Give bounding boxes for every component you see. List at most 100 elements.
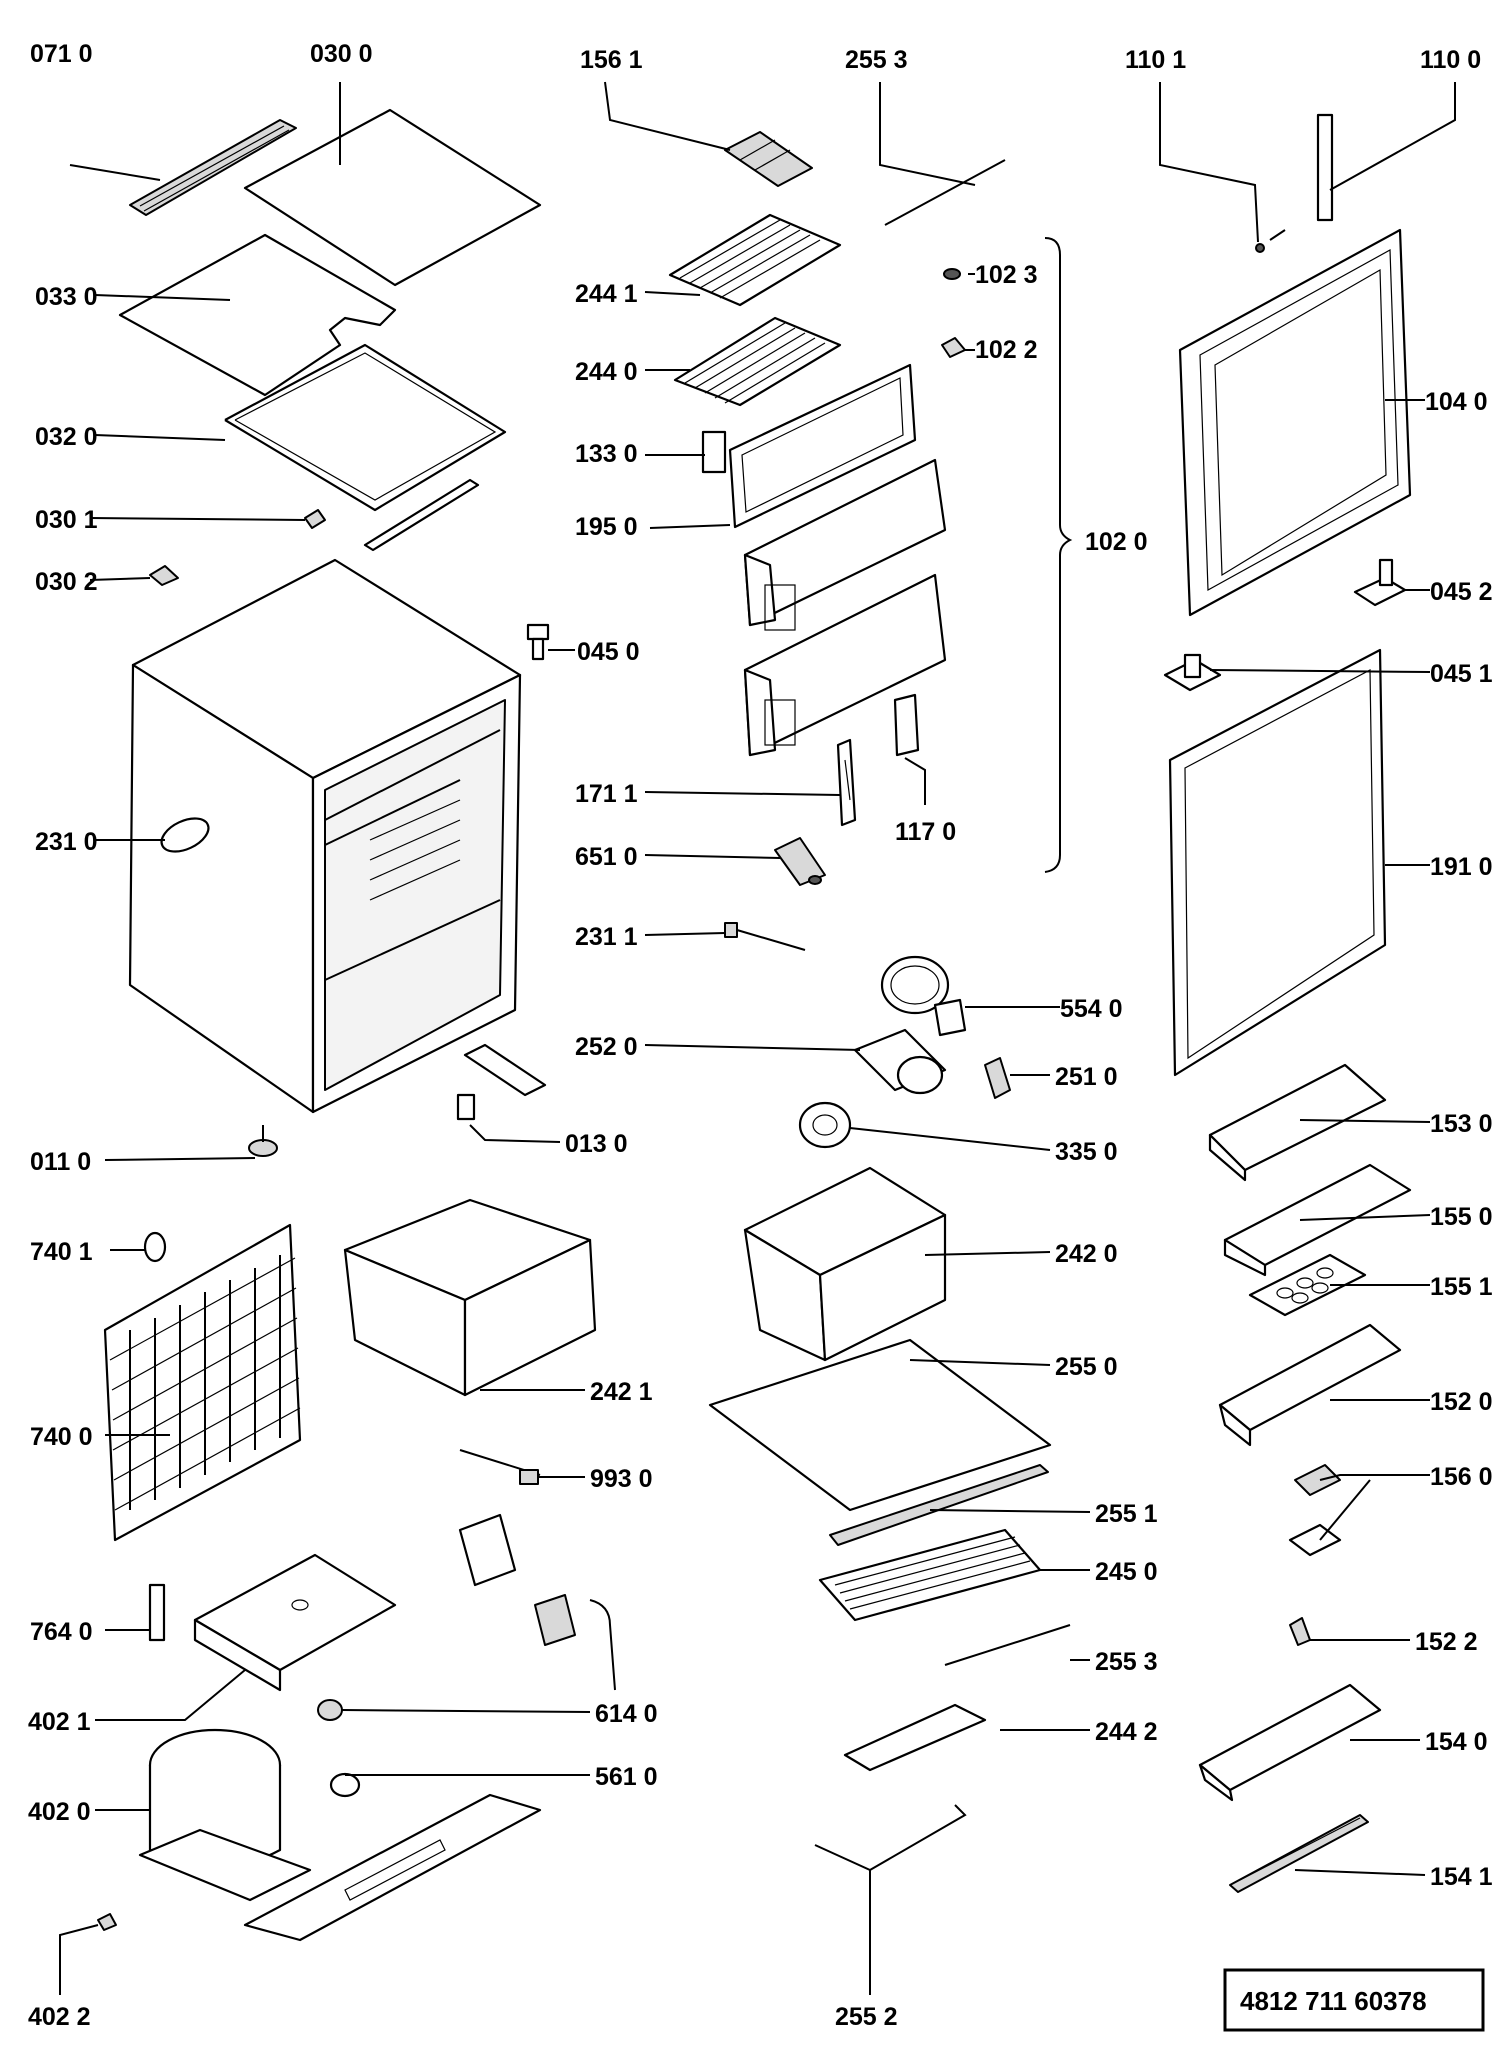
part-045-2-hinge [1353, 558, 1407, 607]
part-402-0-compressor [138, 1728, 312, 1902]
part-relay-cover [534, 1594, 576, 1646]
part-561-0-relay [329, 1772, 361, 1798]
label-402-2: 402 2 [28, 2003, 91, 2031]
part-740-0-condenser [103, 1223, 302, 1542]
part-030-0-top-panel [243, 108, 542, 287]
label-255-1: 255 1 [1095, 1500, 1158, 1528]
part-740-1-clip [143, 1231, 167, 1263]
label-152-0: 152 0 [1430, 1388, 1493, 1416]
label-242-1: 242 1 [590, 1378, 653, 1406]
part-251-0-switch [984, 1057, 1011, 1099]
part-402-2-clip [97, 1913, 117, 1931]
part-153-0-shelf [1208, 1063, 1387, 1182]
label-171-1: 171 1 [575, 780, 638, 808]
label-117-0: 117 0 [895, 818, 956, 846]
label-191-0: 191 0 [1430, 853, 1493, 881]
part-cabinet [128, 558, 522, 1114]
part-255-2-strip [814, 1804, 967, 1872]
label-153-0: 153 0 [1430, 1110, 1493, 1138]
label-110-1: 110 1 [1125, 46, 1186, 74]
part-relay [458, 1513, 517, 1587]
label-152-2: 152 2 [1415, 1628, 1478, 1656]
part-244-2-plate [843, 1703, 987, 1772]
label-255-2: 255 2 [835, 2003, 898, 2031]
part-335-0-knob [798, 1101, 852, 1149]
label-156-1: 156 1 [580, 46, 643, 74]
label-993-0: 993 0 [590, 1465, 653, 1493]
label-030-0: 030 0 [310, 40, 373, 68]
label-764-0: 764 0 [30, 1618, 93, 1646]
part-651-0-lamp [774, 837, 826, 886]
part-255-0-glass-shelf [708, 1338, 1052, 1512]
part-614-0-clip [317, 1699, 343, 1721]
part-252-0-thermostat [853, 1028, 947, 1095]
part-mount-plate [243, 1793, 542, 1942]
part-156-1-rack [724, 131, 813, 187]
label-154-0: 154 0 [1425, 1728, 1488, 1756]
label-251-0: 251 0 [1055, 1063, 1118, 1091]
part-244-1-grid [668, 213, 842, 307]
part-102-3-screw [943, 268, 961, 280]
part-110-0-hinge [1316, 113, 1334, 222]
label-252-0: 252 0 [575, 1033, 638, 1061]
label-231-0: 231 0 [35, 828, 98, 856]
part-045-1-hinge [1163, 653, 1222, 692]
label-045-2: 045 2 [1430, 578, 1493, 606]
label-255-3: 255 3 [845, 46, 908, 74]
label-154-1: 154 1 [1430, 1863, 1493, 1891]
label-554-0: 554 0 [1060, 995, 1123, 1023]
label-030-1: 030 1 [35, 506, 98, 534]
part-152-2-clip [1289, 1617, 1311, 1646]
part-030-1-clip [304, 509, 326, 529]
reference-number-box: 4812 711 60378 [1223, 1968, 1485, 2032]
part-402-1-tray [193, 1553, 397, 1692]
part-764-0-drier [148, 1583, 166, 1642]
part-156-0-rack [1288, 1464, 1342, 1557]
label-244-0: 244 0 [575, 358, 638, 386]
part-244-0-grid [673, 316, 842, 407]
label-071-0: 071 0 [30, 40, 93, 68]
label-156-0: 156 0 [1430, 1463, 1493, 1491]
part-242-0-crisper [743, 1166, 947, 1362]
part-071-0-grille [129, 119, 297, 216]
part-labels: 071 0 030 0 156 1 255 3 110 1 110 0 033 … [28, 40, 1493, 2031]
label-030-2: 030 2 [35, 568, 98, 596]
label-335-0: 335 0 [1055, 1138, 1118, 1166]
label-110-0: 110 0 [1420, 46, 1481, 74]
part-013-0-bracket [456, 1043, 547, 1121]
part-554-0-bracket [880, 955, 967, 1037]
label-740-1: 740 1 [30, 1238, 93, 1266]
label-155-1: 155 1 [1430, 1273, 1493, 1301]
part-171-1-hinge [836, 738, 857, 827]
part-255-3-top-strip [884, 159, 1006, 226]
part-155-0-shelf [1223, 1163, 1412, 1277]
part-110-1-screw [1255, 243, 1265, 253]
label-104-0: 104 0 [1425, 388, 1488, 416]
part-155-1-egg-tray [1248, 1253, 1367, 1317]
part-102-2-clip [941, 337, 966, 358]
part-255-3-lower-strip [944, 1624, 1071, 1666]
part-032-0-frame [224, 343, 507, 512]
label-102-3: 102 3 [975, 261, 1038, 289]
part-195-0-frame [728, 363, 917, 529]
label-102-2: 102 2 [975, 336, 1038, 364]
reference-number: 4812 711 60378 [1240, 1986, 1427, 2016]
label-033-0: 033 0 [35, 283, 98, 311]
part-231-1-sensor [724, 922, 806, 951]
part-freezer-door-upper [743, 458, 947, 631]
bracket-614-0 [589, 1599, 616, 1691]
label-255-3b: 255 3 [1095, 1648, 1158, 1676]
label-402-1: 402 1 [28, 1708, 91, 1736]
label-614-0: 614 0 [595, 1700, 658, 1728]
part-trim-strip [363, 478, 480, 552]
part-030-2-clip [149, 565, 179, 586]
part-191-0-gasket [1168, 648, 1387, 1077]
part-255-1-strip [829, 1464, 1049, 1546]
label-155-0: 155 0 [1430, 1203, 1493, 1231]
part-154-0-shelf [1198, 1683, 1382, 1802]
part-033-0-panel [118, 233, 397, 397]
label-231-1: 231 1 [575, 923, 638, 951]
label-032-0: 032 0 [35, 423, 98, 451]
label-651-0: 651 0 [575, 843, 638, 871]
label-133-0: 133 0 [575, 440, 638, 468]
